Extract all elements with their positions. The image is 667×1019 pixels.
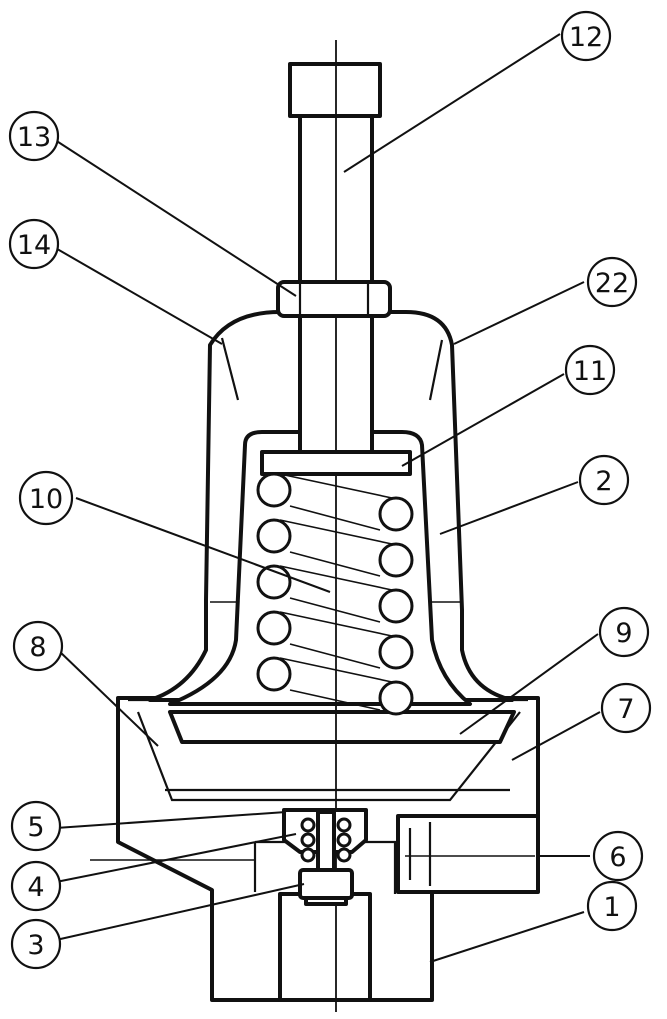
callout-12: 12: [560, 10, 612, 62]
callout-label: 7: [617, 694, 634, 725]
callout-label: 11: [573, 356, 607, 387]
callout-label: 9: [615, 618, 632, 649]
callout-label: 22: [595, 268, 629, 299]
callout-2: 2: [578, 454, 630, 506]
callout-label: 12: [569, 22, 603, 53]
valve-spring: [300, 817, 352, 863]
callout-6: 6: [592, 830, 644, 882]
callout-22: 22: [586, 256, 638, 308]
callout-1: 1: [586, 880, 638, 932]
callout-14: 14: [8, 218, 60, 270]
callout-label: 13: [17, 122, 51, 153]
diaphragm-plate: [168, 710, 516, 744]
callout-label: 10: [29, 484, 63, 515]
callout-label: 2: [595, 466, 612, 497]
callout-4: 4: [10, 860, 62, 912]
callout-label: 4: [27, 872, 44, 903]
callout-3: 3: [10, 918, 62, 970]
callout-label: 5: [27, 812, 44, 843]
callout-label: 1: [603, 892, 620, 923]
callout-label: 6: [609, 842, 626, 873]
callout-5: 5: [10, 800, 62, 852]
callout-label: 14: [17, 230, 51, 261]
outlet-port: [396, 814, 540, 894]
callout-13: 13: [8, 110, 60, 162]
lock-nut: [276, 280, 392, 318]
upper-spring-seat: [260, 450, 412, 476]
callout-10: 10: [18, 470, 74, 526]
adjusting-screw-head: [288, 62, 382, 118]
callout-7: 7: [600, 682, 652, 734]
inlet-port: [278, 892, 372, 1002]
callout-11: 11: [564, 344, 616, 396]
callout-label: 3: [27, 930, 44, 961]
callout-9: 9: [598, 606, 650, 658]
callout-8: 8: [12, 620, 64, 672]
callout-label: 8: [29, 632, 46, 663]
